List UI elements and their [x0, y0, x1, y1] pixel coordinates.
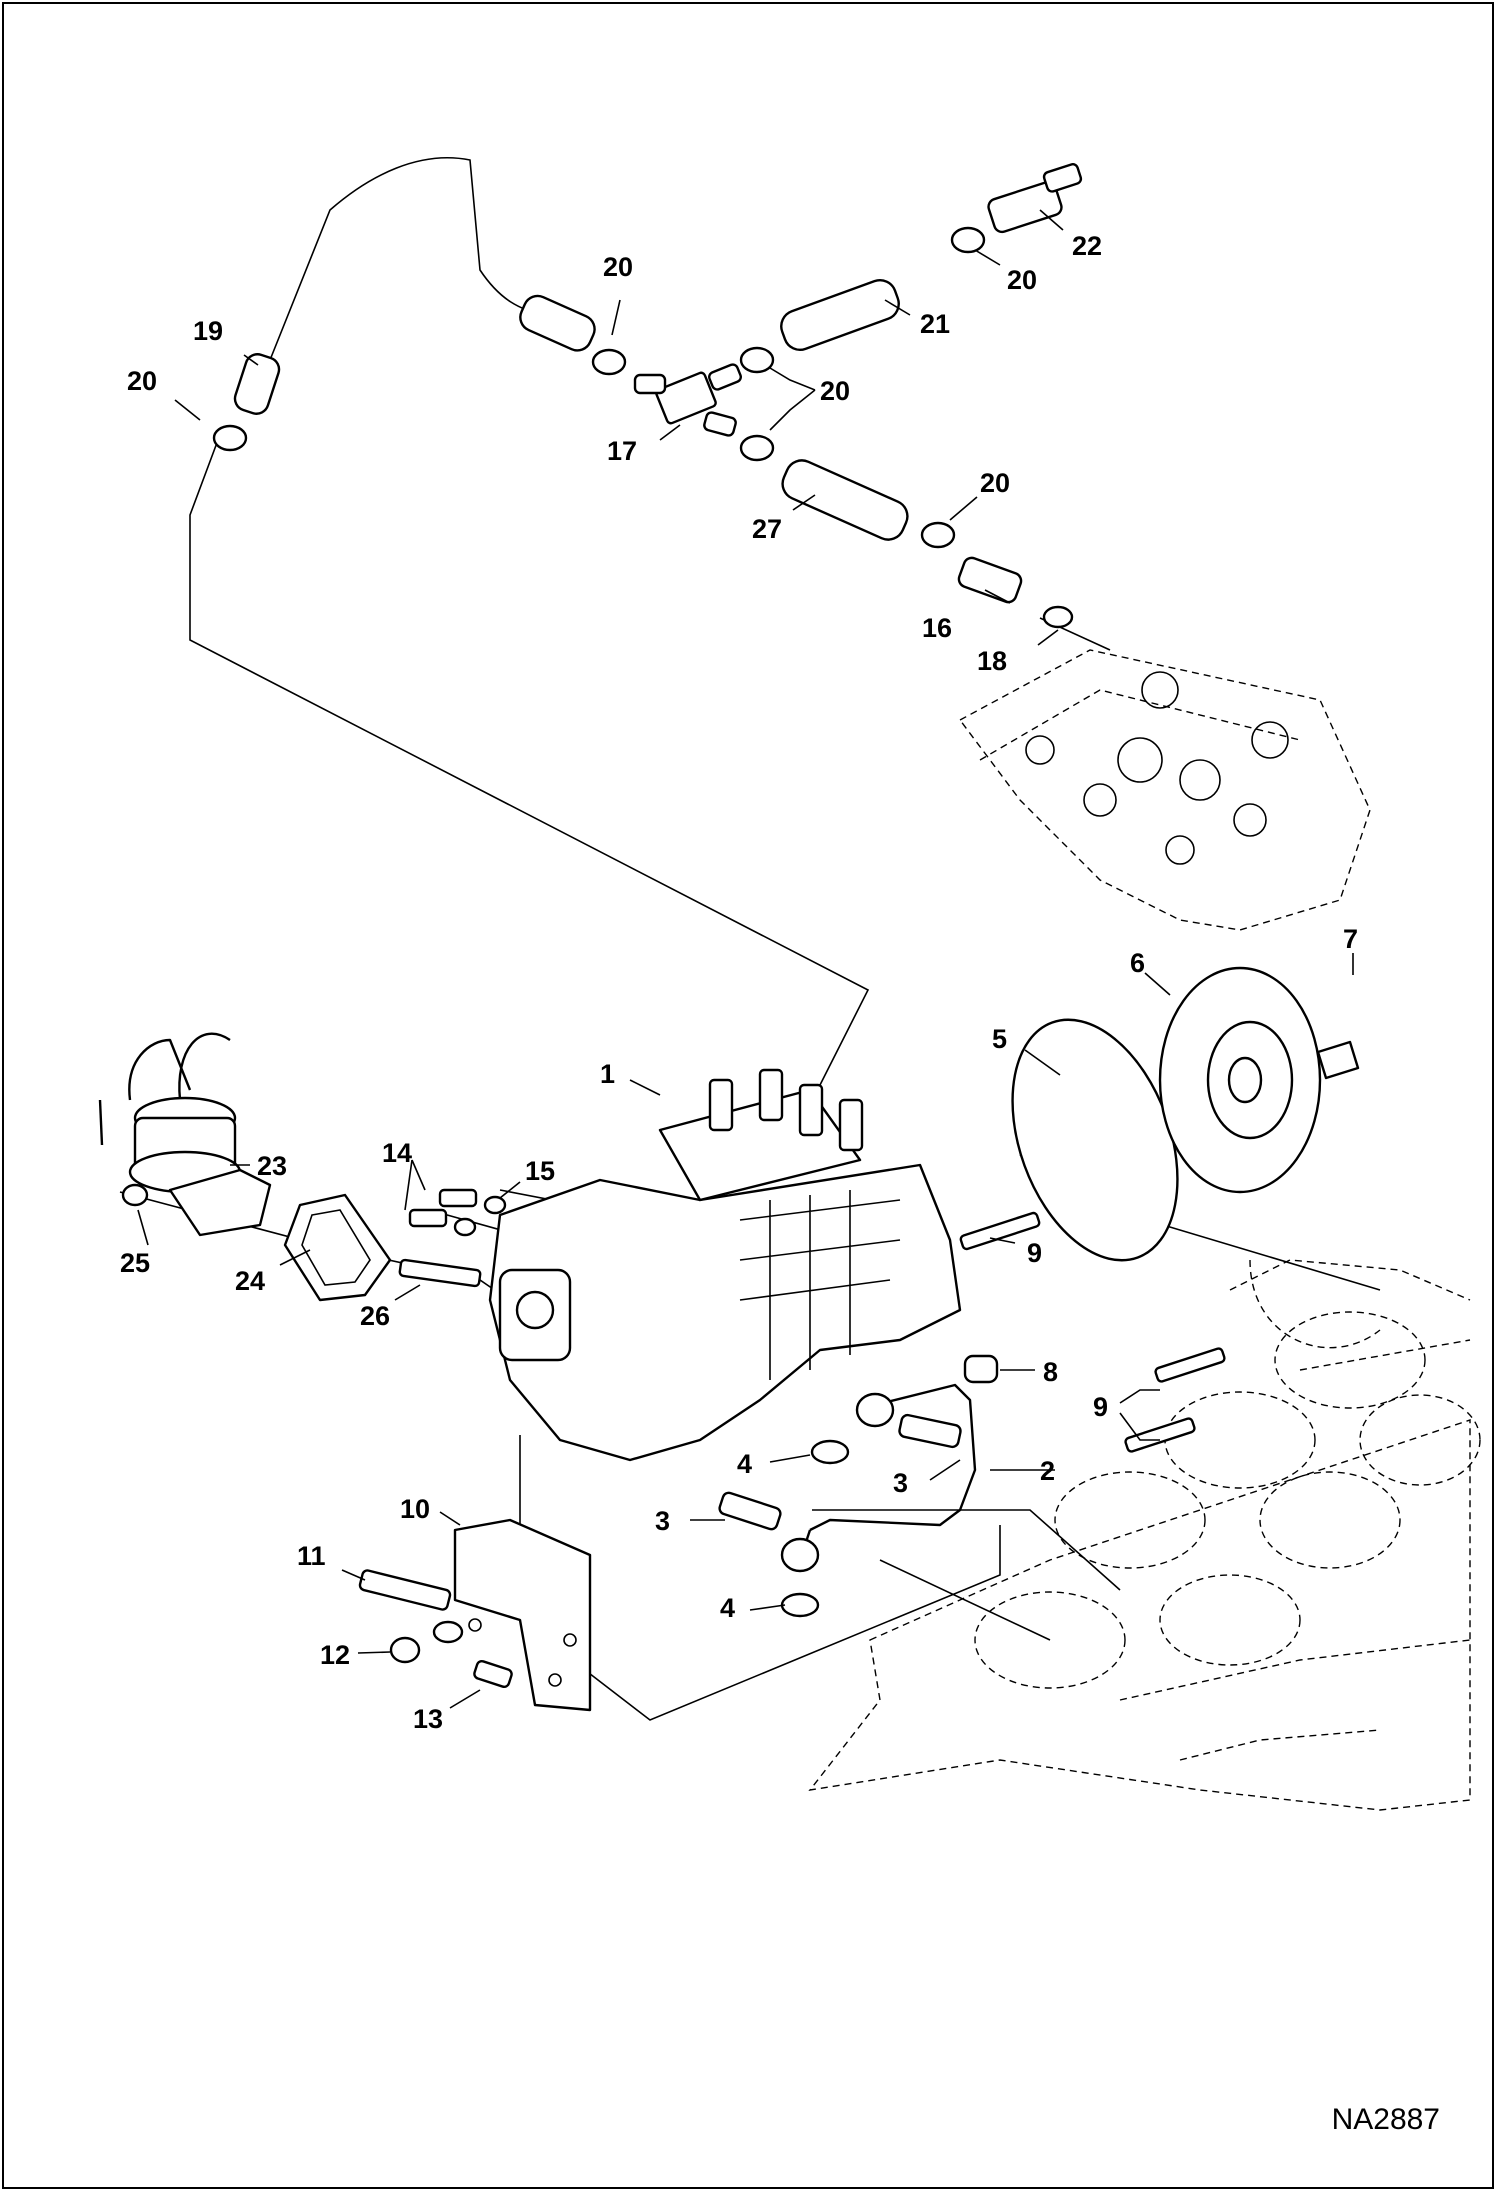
- callout-leaders: [137, 209, 1354, 1709]
- callout-20e: 20: [980, 468, 1010, 498]
- oil-pipe-assembly: [718, 1383, 977, 1618]
- callout-20a: 20: [127, 366, 157, 396]
- callout-labels: 1 2 3 3 4 4 5 6 7 8 9 9 10 11 12 13 14 1…: [120, 231, 1358, 1734]
- callout-9b: 9: [1093, 1392, 1108, 1422]
- callout-4a: 4: [737, 1449, 752, 1479]
- callout-3b: 3: [655, 1506, 670, 1536]
- callout-7: 7: [1343, 924, 1358, 954]
- callout-3a: 3: [893, 1468, 908, 1498]
- callout-13: 13: [413, 1704, 443, 1734]
- callout-20d: 20: [1007, 265, 1037, 295]
- studs: [959, 1211, 1226, 1453]
- fuel-hose-assembly: [212, 163, 1083, 629]
- callout-21: 21: [920, 309, 950, 339]
- engine-block: [808, 1259, 1481, 1811]
- callout-5: 5: [992, 1024, 1007, 1054]
- feed-pump-assembly: [98, 1032, 507, 1302]
- callout-25: 25: [120, 1248, 150, 1278]
- callout-22: 22: [1072, 231, 1102, 261]
- drawing-reference-code: NA2887: [1331, 2103, 1440, 2136]
- callout-26: 26: [360, 1301, 390, 1331]
- callout-2: 2: [1040, 1456, 1055, 1486]
- callout-24: 24: [235, 1266, 265, 1296]
- cylinder-head: [958, 649, 1371, 931]
- callout-23: 23: [257, 1151, 287, 1181]
- callout-27: 27: [752, 514, 782, 544]
- assembly-lines: [119, 156, 1381, 1721]
- callout-19: 19: [193, 316, 223, 346]
- callout-8: 8: [1043, 1357, 1058, 1387]
- callout-20c: 20: [820, 376, 850, 406]
- callout-11: 11: [297, 1541, 326, 1571]
- callout-1: 1: [600, 1059, 615, 1089]
- hose-clamps: [212, 226, 986, 549]
- callout-10: 10: [400, 1494, 430, 1524]
- callout-9a: 9: [1027, 1238, 1042, 1268]
- callout-14: 14: [382, 1138, 412, 1168]
- injection-pump: [488, 1068, 962, 1462]
- callout-12: 12: [320, 1640, 350, 1670]
- callout-17: 17: [607, 436, 637, 466]
- callout-20b: 20: [603, 252, 633, 282]
- callout-6: 6: [1130, 948, 1145, 978]
- callout-4b: 4: [720, 1593, 735, 1623]
- mounting-bracket: [358, 1518, 592, 1712]
- o-ring-and-gear: [1011, 966, 1360, 1262]
- callout-16: 16: [922, 613, 952, 643]
- callout-15: 15: [525, 1156, 555, 1186]
- callout-18: 18: [977, 646, 1007, 676]
